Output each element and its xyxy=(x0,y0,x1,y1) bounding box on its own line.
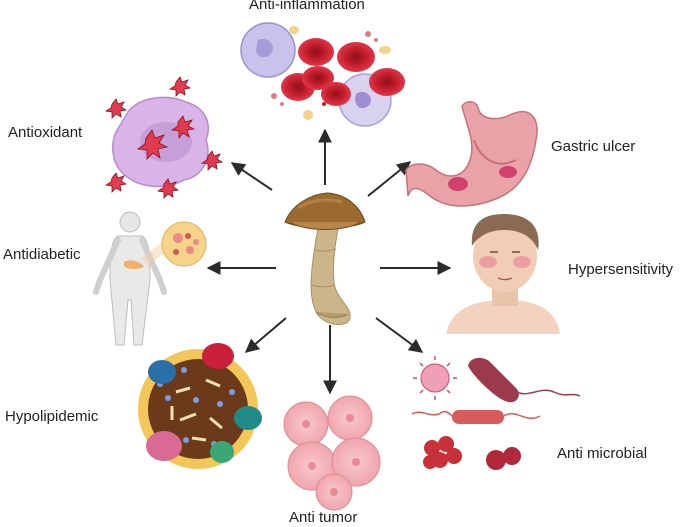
label-anti-inflammation: Anti-inflammation xyxy=(249,0,365,13)
label-hypolipidemic: Hypolipidemic xyxy=(5,408,99,425)
mushroom-icon xyxy=(284,192,366,325)
arrow-to-hypolipidemic xyxy=(244,317,287,353)
blood-cells-illustration xyxy=(240,22,405,127)
tumor-cells-illustration xyxy=(283,395,381,511)
arrows xyxy=(206,128,452,395)
label-anti-tumor: Anti tumor xyxy=(289,509,358,526)
label-anti-microbial: Anti microbial xyxy=(557,445,648,462)
pancreas-islet-icon xyxy=(161,221,207,267)
arrow-to-antioxidant xyxy=(230,162,273,191)
antioxidant-cell-illustration xyxy=(104,76,224,199)
label-hypersensitivity: Hypersensitivity xyxy=(568,261,674,278)
label-antioxidant: Antioxidant xyxy=(8,124,83,141)
human-body-illustration xyxy=(93,211,207,346)
arrow-to-anti-microbial xyxy=(375,317,424,353)
face-illustration xyxy=(446,214,560,334)
stomach-illustration xyxy=(405,101,538,207)
arrow-to-gastric-ulcer xyxy=(367,161,412,197)
label-gastric-ulcer: Gastric ulcer xyxy=(551,138,636,155)
lipoprotein-illustration xyxy=(138,343,262,469)
microbes-illustration xyxy=(411,356,581,470)
label-antidiabetic: Antidiabetic xyxy=(3,246,81,263)
